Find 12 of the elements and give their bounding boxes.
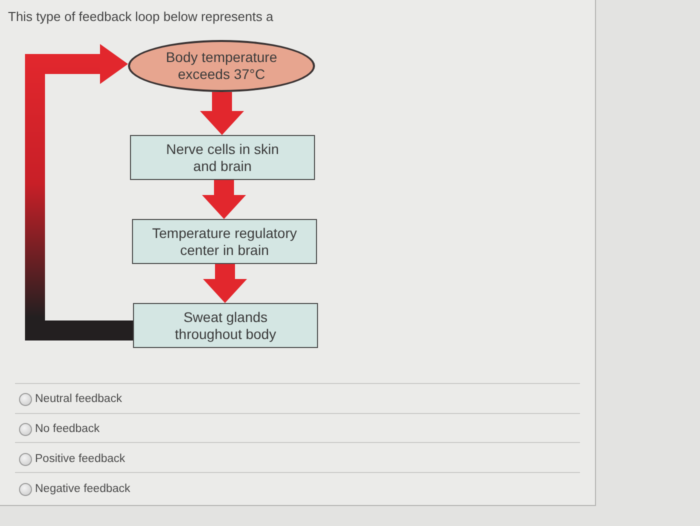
arrow bbox=[200, 92, 244, 135]
process-box: Temperature regulatory center in brain bbox=[132, 219, 317, 264]
process-box: Sweat glands throughout body bbox=[133, 303, 318, 348]
feedback-arrow bbox=[25, 44, 133, 340]
arrow bbox=[202, 180, 246, 219]
option-label: Positive feedback bbox=[35, 452, 126, 466]
arrow bbox=[203, 264, 247, 303]
option-label: Negative feedback bbox=[35, 482, 130, 496]
option-label: No feedback bbox=[35, 422, 100, 436]
option-label: Neutral feedback bbox=[35, 392, 122, 406]
question-text: This type of feedback loop below represents a bbox=[8, 9, 274, 25]
process-box: Nerve cells in skin and brain bbox=[130, 135, 315, 180]
